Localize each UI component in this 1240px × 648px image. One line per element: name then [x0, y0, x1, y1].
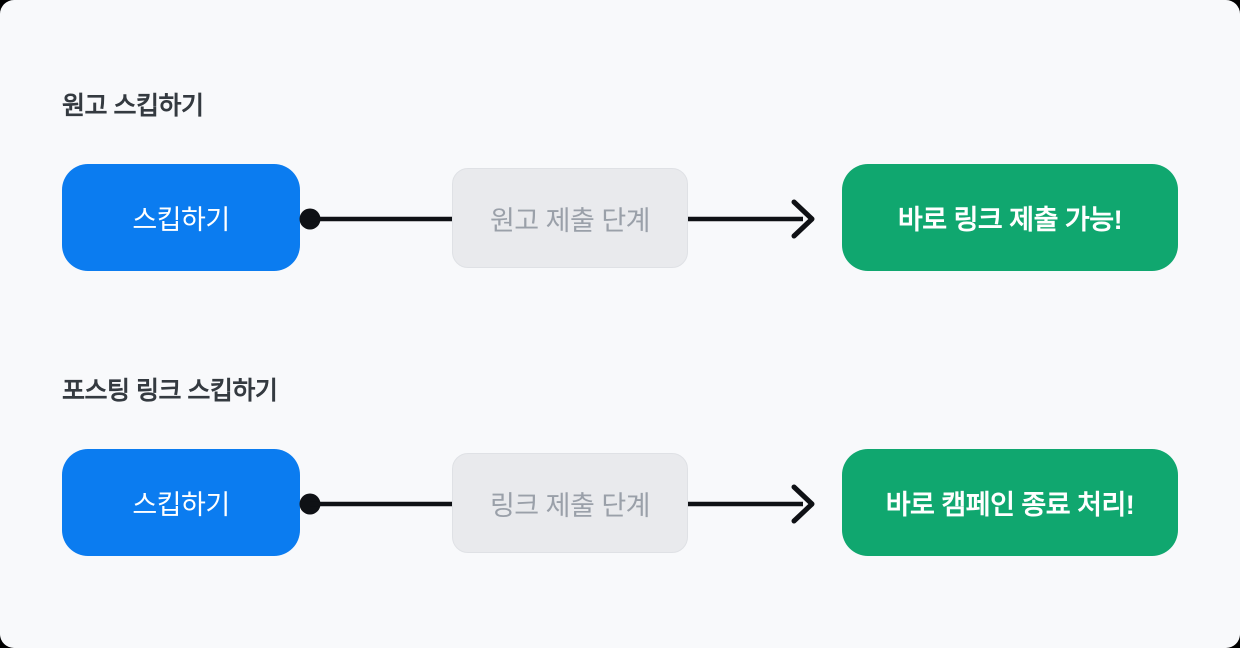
row-heading: 원고 스킵하기	[62, 92, 204, 120]
arrow-head-icon	[791, 484, 815, 524]
result-box: 바로 캠페인 종료 처리!	[842, 449, 1178, 556]
skipped-step-box: 원고 제출 단계	[452, 168, 688, 268]
row-heading: 포스팅 링크 스킵하기	[62, 377, 278, 405]
skip-button[interactable]: 스킵하기	[62, 164, 300, 271]
arrow-start-dot	[299, 208, 321, 230]
skip-button[interactable]: 스킵하기	[62, 449, 300, 556]
arrow-head-icon	[791, 199, 815, 239]
arrow-start-dot	[299, 493, 321, 515]
skipped-step-box: 링크 제출 단계	[452, 453, 688, 553]
result-box: 바로 링크 제출 가능!	[842, 164, 1178, 271]
